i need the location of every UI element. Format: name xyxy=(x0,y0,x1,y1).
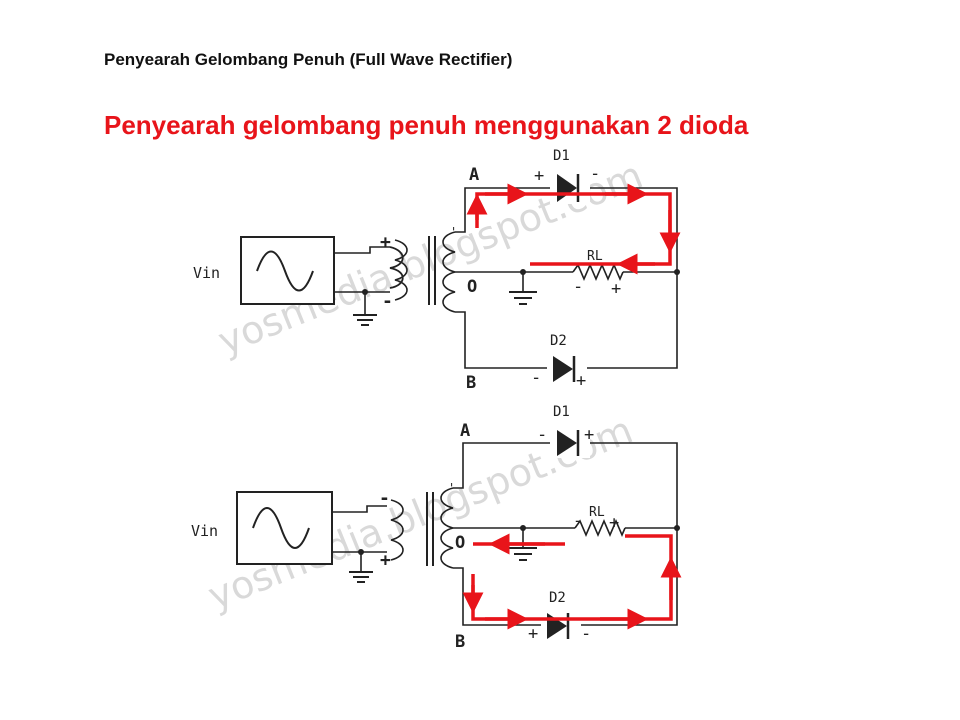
lower-loop-wire xyxy=(455,272,678,369)
lower-loop-wire xyxy=(453,528,678,626)
junction-dot xyxy=(362,289,368,295)
upper-loop-wire xyxy=(455,187,678,272)
rl-right-sign: + xyxy=(611,279,621,299)
vin-label: Vin xyxy=(191,522,218,540)
d2-right-sign: - xyxy=(581,624,591,644)
rectifier-figure: yosmedia.blogspot.com Vin + - ' xyxy=(185,140,707,665)
node-o-label: O xyxy=(467,277,477,297)
d2-left-sign: - xyxy=(531,368,541,388)
sine-wave-icon xyxy=(256,250,314,292)
d2-right-sign: + xyxy=(576,371,586,391)
d1-right-sign: + xyxy=(584,425,594,445)
vin-source-box xyxy=(236,491,333,565)
d1-left-sign: + xyxy=(534,166,544,186)
d1-label: D1 xyxy=(553,148,570,164)
d1-left-sign: - xyxy=(537,425,547,445)
vin-source-box xyxy=(240,236,335,305)
sine-wave-icon xyxy=(252,507,310,549)
slide-subtitle: Penyearah gelombang penuh menggunakan 2 … xyxy=(104,110,749,140)
rectifier-diagrams-svg: yosmedia.blogspot.com Vin + - ' xyxy=(191,148,682,652)
d1-label: D1 xyxy=(553,404,570,420)
rl-label: RL xyxy=(587,249,603,264)
output-node-dot xyxy=(674,525,680,531)
node-a-label: A xyxy=(469,165,479,185)
output-node-dot xyxy=(674,269,680,275)
node-a-label: A xyxy=(460,421,470,441)
diagram-top: yosmedia.blogspot.com Vin + - ' xyxy=(193,148,681,393)
d2-left-sign: + xyxy=(528,624,538,644)
upper-loop-wire xyxy=(453,442,678,528)
diode-d1 xyxy=(557,430,577,456)
primary-plus-sign: + xyxy=(380,232,391,253)
node-b-label: B xyxy=(455,632,465,652)
primary-top-wire xyxy=(334,246,390,254)
rl-right-sign: + xyxy=(609,513,619,533)
svg-text:': ' xyxy=(450,225,457,239)
d2-label: D2 xyxy=(550,333,567,349)
primary-coil xyxy=(389,246,404,289)
primary-coil xyxy=(390,499,404,561)
primary-plus-sign: + xyxy=(380,550,391,571)
primary-minus-sign: - xyxy=(382,291,393,312)
current-path-lower xyxy=(471,534,673,621)
vin-label: Vin xyxy=(193,264,220,282)
d1-right-sign: - xyxy=(590,164,600,184)
diagram-bottom: yosmedia.blogspot.com Vin - + ' RL - + xyxy=(191,404,682,652)
load-resistor xyxy=(574,518,626,538)
node-o-label: O xyxy=(455,533,465,553)
d2-label: D2 xyxy=(549,590,566,606)
slide-title: Penyearah Gelombang Penuh (Full Wave Rec… xyxy=(104,50,513,69)
primary-minus-sign: - xyxy=(379,488,390,509)
svg-text:': ' xyxy=(448,481,455,495)
rl-label: RL xyxy=(589,505,605,520)
node-b-label: B xyxy=(466,373,476,393)
rl-left-sign: - xyxy=(573,277,583,297)
rl-left-sign: - xyxy=(573,511,583,530)
diode-d2 xyxy=(553,356,573,382)
